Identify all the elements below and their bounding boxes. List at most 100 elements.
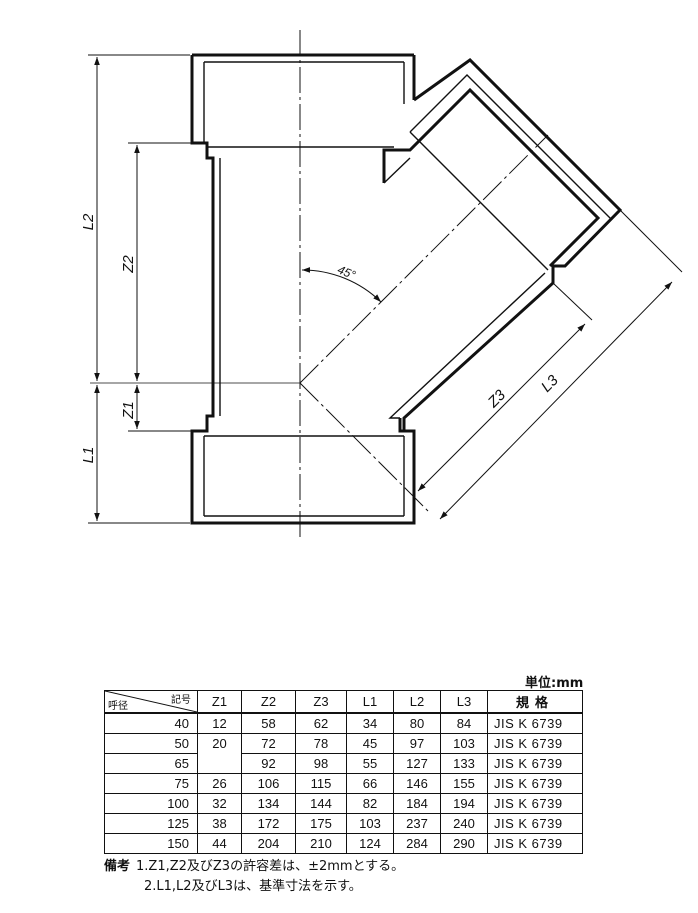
cell-nominal: 75 (104, 773, 198, 794)
notes-label: 備考 (104, 859, 131, 874)
cell-l3: 155 (440, 773, 488, 794)
note-1: 1.Z1,Z2及びZ3の許容差は、±2mmとする。 (136, 859, 405, 874)
col-header-z2: Z2 (241, 690, 296, 714)
cell-z2: 134 (241, 793, 296, 814)
angle-label: 45° (335, 262, 357, 282)
notes: 備考 1.Z1,Z2及びZ3の許容差は、±2mmとする。 2.L1,L2及びL3は… (104, 857, 404, 897)
dim-L1 (88, 385, 190, 524)
cell-z3: 78 (295, 733, 347, 754)
angle-arc (301, 267, 382, 303)
cell-l3: 84 (440, 712, 488, 734)
table-row: 50 20 72 78 45 97 103 JIS K 6739 (104, 733, 583, 774)
dim-label-L3: L3 (538, 371, 562, 395)
col-header-z3: Z3 (295, 690, 347, 714)
cell-l3: 240 (440, 813, 488, 834)
header-kigo: 記号 (171, 695, 191, 706)
cell-z3: 62 (295, 712, 347, 734)
dim-Z3 (417, 282, 593, 492)
cell-l1: 45 (346, 733, 394, 754)
table-header-row: 記号 呼径 Z1 Z2 Z3 L1 L2 L3 規格 (104, 690, 583, 714)
cell-l1: 82 (346, 793, 394, 814)
cell-z2: 58 (241, 712, 296, 734)
cell-standard: JIS K 6739 (487, 733, 583, 754)
cell-z3: 210 (295, 833, 347, 854)
cell-z2: 92 (241, 753, 296, 774)
cell-l2: 184 (393, 793, 441, 814)
cell-l2: 146 (393, 773, 441, 794)
dim-label-L1: L1 (80, 447, 97, 464)
dim-L3 (439, 209, 683, 520)
cell-l1: 66 (346, 773, 394, 794)
fitting-drawing: L2 Z2 Z1 L1 45° Z3 L3 (80, 30, 683, 540)
cell-l2: 80 (393, 712, 441, 734)
cell-standard: JIS K 6739 (487, 793, 583, 814)
table-row: 125 38 172 175 103 237 240 JIS K 6739 (104, 813, 583, 834)
table-row: 150 44 204 210 124 284 290 JIS K 6739 (104, 833, 583, 854)
col-header-l2: L2 (393, 690, 441, 714)
dim-label-Z3: Z3 (484, 386, 510, 412)
note-2: 2.L1,L2及びL3は、基準寸法を示す。 (144, 879, 362, 894)
cell-l1: 103 (346, 813, 394, 834)
note-line-1: 備考 1.Z1,Z2及びZ3の許容差は、±2mmとする。 (104, 857, 404, 877)
cell-z3: 115 (295, 773, 347, 794)
cell-z2: 172 (241, 813, 296, 834)
cell-l1: 124 (346, 833, 394, 854)
table-row: 100 32 134 144 82 184 194 JIS K 6739 (104, 793, 583, 814)
cell-l2: 284 (393, 833, 441, 854)
cell-nominal: 125 (104, 813, 198, 834)
table-row: 75 26 106 115 66 146 155 JIS K 6739 (104, 773, 583, 794)
main-body-outline (190, 53, 416, 525)
dim-label-Z1: Z1 (120, 401, 137, 420)
cell-l2: 237 (393, 813, 441, 834)
centerlines (299, 30, 549, 540)
cell-z3: 144 (295, 793, 347, 814)
table-row: 65 92 98 55 127 133 JIS K 6739 (104, 753, 583, 774)
cell-z1: 38 (197, 813, 242, 834)
inner-lines (203, 61, 405, 517)
dim-label-Z2: Z2 (120, 255, 137, 274)
branch-inner (383, 74, 613, 419)
cell-z1: 20 (197, 733, 242, 774)
cell-nominal: 100 (104, 793, 198, 814)
cell-z2: 106 (241, 773, 296, 794)
cell-nominal: 50 (104, 733, 198, 754)
dim-L2 (88, 54, 190, 381)
cell-standard: JIS K 6739 (487, 753, 583, 774)
cell-standard: JIS K 6739 (487, 833, 583, 854)
branch-outline (382, 58, 623, 432)
col-header-z1: Z1 (197, 690, 242, 714)
cell-l1: 34 (346, 712, 394, 734)
cell-z2: 72 (241, 733, 296, 754)
cell-nominal: 40 (104, 712, 198, 734)
col-header-l1: L1 (346, 690, 394, 714)
cell-z3: 98 (295, 753, 347, 774)
cell-z3: 175 (295, 813, 347, 834)
cell-l2: 97 (393, 733, 441, 754)
cell-nominal: 150 (104, 833, 198, 854)
cell-z2: 204 (241, 833, 296, 854)
col-header-l3: L3 (440, 690, 488, 714)
cell-nominal: 65 (104, 753, 198, 774)
cell-l3: 194 (440, 793, 488, 814)
cell-z1: 12 (197, 712, 242, 734)
dim-Z1 (128, 385, 192, 432)
cell-l3: 290 (440, 833, 488, 854)
cell-standard: JIS K 6739 (487, 813, 583, 834)
unit-label: 単位:mm (525, 676, 584, 691)
cell-l2: 127 (393, 753, 441, 774)
cell-l3: 133 (440, 753, 488, 774)
cell-standard: JIS K 6739 (487, 712, 583, 734)
cell-z1: 32 (197, 793, 242, 814)
cell-z1: 44 (197, 833, 242, 854)
header-diagonal-cell: 記号 呼径 (104, 690, 198, 714)
cell-standard: JIS K 6739 (487, 773, 583, 794)
cell-z1: 26 (197, 773, 242, 794)
dimension-table: 記号 呼径 Z1 Z2 Z3 L1 L2 L3 規格 40 12 58 62 3… (104, 690, 583, 854)
header-yobikei: 呼径 (108, 701, 128, 712)
dim-label-L2: L2 (80, 213, 97, 230)
table-row: 40 12 58 62 34 80 84 JIS K 6739 (104, 712, 583, 734)
col-header-standard: 規格 (487, 690, 583, 714)
cell-l1: 55 (346, 753, 394, 774)
cell-l3: 103 (440, 733, 488, 754)
dim-Z2 (128, 142, 205, 381)
